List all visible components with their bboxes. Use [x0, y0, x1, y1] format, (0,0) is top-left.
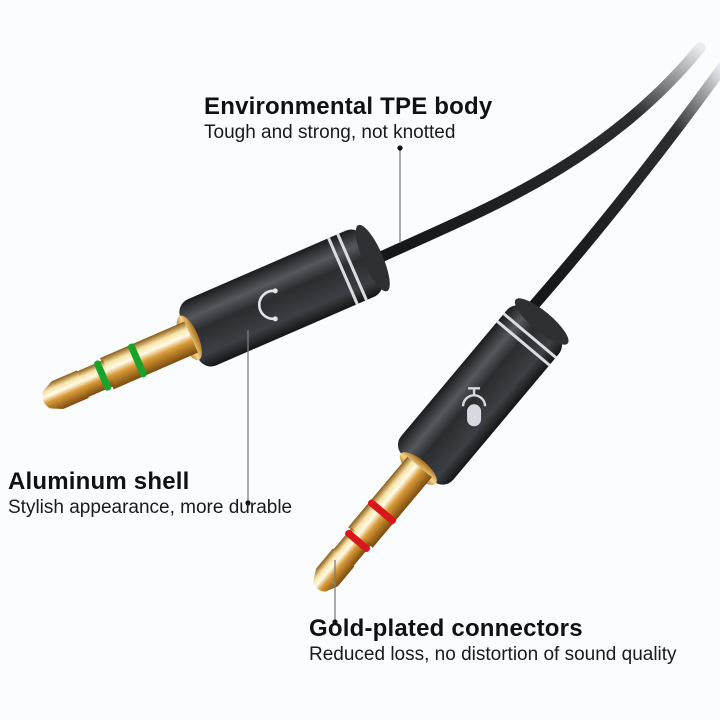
- callout-title: Aluminum shell: [8, 468, 190, 495]
- green-ring: [128, 343, 147, 378]
- microphone-plug: [313, 298, 569, 592]
- red-ring: [367, 499, 397, 525]
- callout-title: Environmental TPE body: [204, 93, 493, 120]
- headphone-icon: [258, 288, 278, 322]
- red-ring: [345, 529, 371, 553]
- callout-aluminum-shell: Aluminum shell Stylish appearance, more …: [8, 468, 292, 520]
- callout-leaders: [247, 148, 401, 622]
- cable-right: [522, 62, 720, 318]
- headphone-plug: [42, 224, 390, 410]
- microphone-icon: [461, 387, 487, 427]
- callout-subtitle: Reduced loss, no distortion of sound qua…: [309, 644, 677, 665]
- callout-subtitle: Stylish appearance, more durable: [8, 497, 293, 518]
- cable-group: [364, 42, 720, 318]
- callout-tpe-body: Environmental TPE body Tough and strong,…: [204, 93, 492, 145]
- callout-subtitle: Tough and strong, not knotted: [204, 122, 456, 143]
- callout-dots: [245, 145, 403, 625]
- callout-title: Gold-plated connectors: [309, 615, 583, 642]
- callout-gold-connectors: Gold-plated connectors Reduced loss, no …: [309, 615, 677, 667]
- cable-left: [364, 42, 706, 268]
- green-ring: [93, 360, 112, 391]
